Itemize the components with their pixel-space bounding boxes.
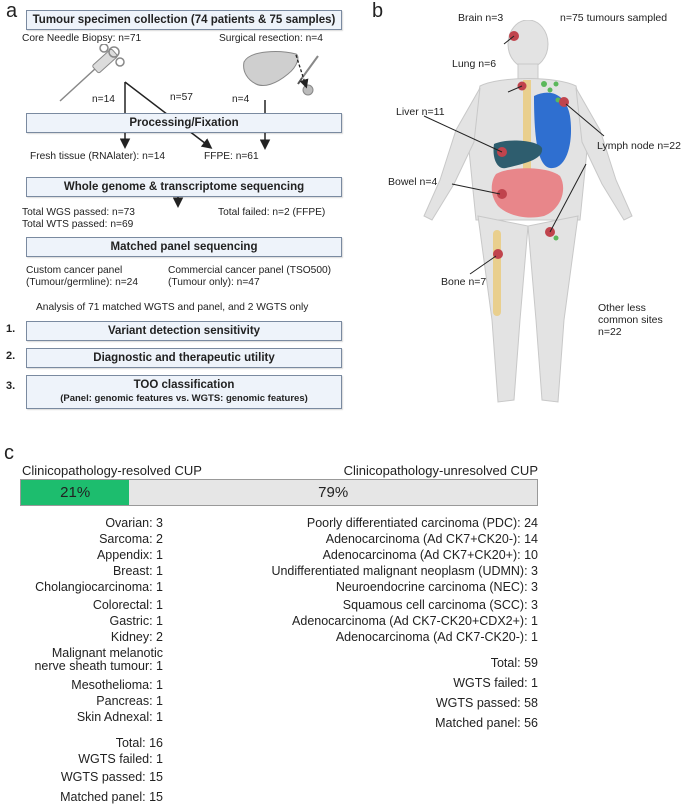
liver-label: Liver n=11 [396,106,445,118]
resolved-list-item: Gastric: 1 [109,614,164,628]
resolved-list-item: Skin Adnexal: 1 [76,710,163,724]
lymph-node-label: Lymph node n=22 [597,140,681,152]
resolved-list-item: Cholangiocarcinoma: 1 [35,580,163,594]
wgs-passed-label: Total WGS passed: n=73 [22,207,135,218]
wgts-box: Whole genome & transcriptome sequencing [26,177,342,197]
unresolved-list-item: Neuroendocrine carcinoma (NEC): 3 [335,580,538,594]
custom-panel-label-2: (Tumour/germline): n=24 [26,277,139,288]
other-sites-label-2: common sites [598,314,663,326]
step2-box: Diagnostic and therapeutic utility [26,348,342,368]
unresolved-list-item: Squamous cell carcinoma (SCC): 3 [342,598,538,612]
resolved-list-item: Matched panel: 15 [60,790,163,804]
resolved-percent: 21% [60,484,91,501]
unresolved-list-item: Adenocarcinoma (Ad CK7-CK20-): 1 [335,630,538,644]
commercial-panel-label-2: (Tumour only): n=47 [168,277,260,288]
step3-subtitle: (Panel: genomic features vs. WGTS: genom… [60,393,308,404]
resolved-list-item: Appendix: 1 [96,548,163,562]
unresolved-segment: 79% [129,480,537,505]
arrow-n4-label: n=4 [232,94,250,105]
resolved-segment: 21% [21,480,130,505]
unresolved-title: Clinicopathology-unresolved CUP [343,463,538,478]
unresolved-list-item: Matched panel: 56 [435,716,538,730]
surgical-resection-label: Surgical resection: n=4 [219,33,323,44]
resolved-list-item: WGTS passed: 15 [60,770,163,784]
resolved-list-item: Mesothelioma: 1 [71,678,163,692]
resolved-list-item: WGTS failed: 1 [78,752,163,766]
arrow-n14-label: n=14 [92,94,115,105]
resolved-list-item: nerve sheath tumour: 1 [34,659,163,673]
step1-box: Variant detection sensitivity [26,321,342,341]
bone-label: Bone n=7 [441,276,487,288]
panel-seq-box: Matched panel sequencing [26,237,342,257]
analysis-text: Analysis of 71 matched WGTS and panel, a… [36,302,309,313]
step3-title: TOO classification [133,379,235,391]
wts-passed-label: Total WTS passed: n=69 [22,219,134,230]
unresolved-list-item: Adenocarcinoma (Ad CK7+CK20-): 14 [325,532,538,546]
arrow-n57-label: n=57 [170,92,193,103]
collection-box: Tumour specimen collection (74 patients … [26,10,342,30]
unresolved-list-item: Adenocarcinoma (Ad CK7+CK20+): 10 [322,548,538,562]
unresolved-list-item: Poorly differentiated carcinoma (PDC): 2… [306,516,538,530]
unresolved-percent: 79% [318,484,349,501]
core-biopsy-label: Core Needle Biopsy: n=71 [22,33,142,44]
step2-number: 2. [6,350,16,362]
unresolved-list-item: Undifferentiated malignant neoplasm (UDM… [271,564,538,578]
panel-c-letter: c [4,442,14,464]
other-sites-label-3: n=22 [598,326,622,338]
step3-box: TOO classification (Panel: genomic featu… [26,375,342,409]
panel-b-letter: b [372,0,384,22]
resolved-list-item: Colorectal: 1 [92,598,163,612]
resolved-list-item: Malignant melanotic [51,646,163,660]
resolved-list-item: Pancreas: 1 [96,694,163,708]
total-failed-label: Total failed: n=2 (FFPE) [218,207,326,218]
unresolved-list-item: Adenocarcinoma (Ad CK7-CK20+CDX2+): 1 [292,614,538,628]
step3-number: 3. [6,380,16,392]
processing-box: Processing/Fixation [26,113,342,133]
step1-number: 1. [6,323,16,335]
resolved-title: Clinicopathology-resolved CUP [22,463,202,478]
tumours-sampled-label: n=75 tumours sampled [560,12,668,24]
custom-panel-label-1: Custom cancer panel [26,265,123,276]
lung-label: Lung n=6 [452,58,497,70]
unresolved-list-item: Total: 59 [490,656,538,670]
resolved-list-item: Total: 16 [115,736,163,750]
resolved-list-item: Sarcoma: 2 [99,532,163,546]
resolved-list-item: Ovarian: 3 [105,516,163,530]
unresolved-list-item: WGTS failed: 1 [453,676,538,690]
proportion-bar: 21% 79% [20,479,538,506]
human-body-illustration [423,20,633,403]
brain-label: Brain n=3 [458,12,504,24]
fresh-tissue-label: Fresh tissue (RNAlater): n=14 [30,151,166,162]
panel-a-letter: a [6,0,18,22]
resolved-list-item: Breast: 1 [112,564,163,578]
commercial-panel-label-1: Commercial cancer panel (TSO500) [168,265,332,276]
ffpe-label: FFPE: n=61 [204,151,259,162]
syringe-icon [59,44,125,102]
bowel-label: Bowel n=4 [388,176,438,188]
unresolved-list-item: WGTS passed: 58 [435,696,538,710]
resolved-list-item: Kidney: 2 [110,630,163,644]
other-sites-label-1: Other less [598,302,646,314]
